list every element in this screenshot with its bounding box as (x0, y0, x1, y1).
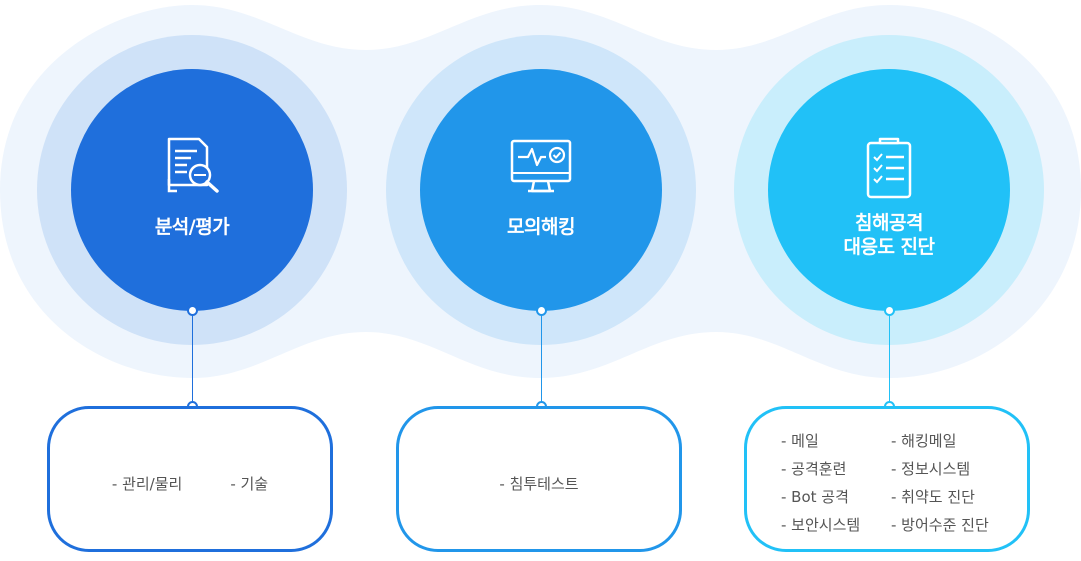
detail-item: - 기술 (230, 475, 269, 493)
detail-item: - 해킹메일 (891, 432, 957, 450)
connector-line (541, 312, 542, 408)
detail-item: - 보안시스템 (781, 516, 861, 534)
detail-item: - 관리/물리 (111, 475, 183, 493)
detail-item: - 침투테스트 (499, 475, 579, 493)
clipboard-checklist-icon (866, 137, 912, 199)
detail-box: - 침투테스트 (396, 406, 682, 552)
detail-item: - 공격훈련 (781, 460, 847, 478)
service-title: 침해공격 대응도 진단 (843, 212, 935, 258)
detail-item: - Bot 공격 (781, 488, 849, 506)
connector-dot-top (536, 305, 547, 316)
detail-box: - 메일 - 해킹메일 - 공격훈련 - 정보시스템 - Bot 공격 - 취약… (744, 406, 1030, 552)
detail-box: - 관리/물리 - 기술 (47, 406, 333, 552)
service-circle: 모의해킹 (420, 69, 662, 311)
service-title: 분석/평가 (154, 216, 230, 238)
service-circle: 침해공격 대응도 진단 (768, 69, 1010, 311)
document-search-icon (167, 137, 219, 193)
connector-line (889, 312, 890, 408)
detail-item: - 방어수준 진단 (891, 516, 989, 534)
connector-dot-top (187, 305, 198, 316)
service-title: 모의해킹 (507, 216, 575, 238)
connector-line (192, 312, 193, 408)
detail-item: - 취약도 진단 (891, 488, 975, 506)
detail-item: - 정보시스템 (891, 460, 971, 478)
connector-dot-top (884, 305, 895, 316)
service-circle: 분석/평가 (71, 69, 313, 311)
monitor-check-icon (510, 139, 572, 193)
detail-item: - 메일 (781, 432, 819, 450)
